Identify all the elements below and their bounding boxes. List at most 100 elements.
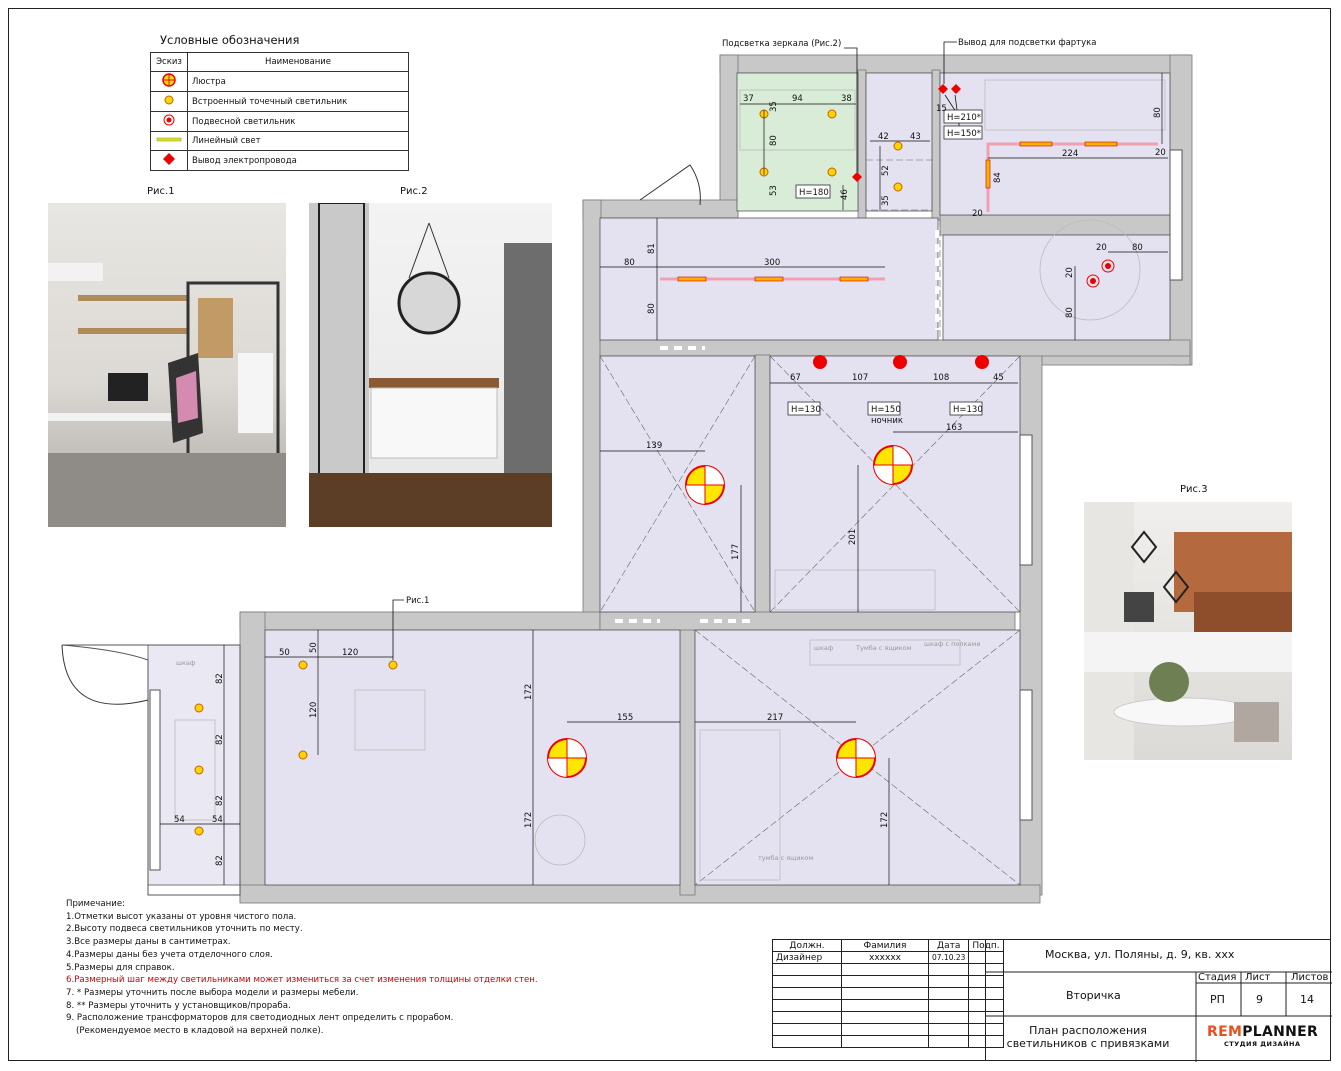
dim-155: 155 — [617, 713, 633, 723]
dim-42: 42 — [878, 132, 889, 142]
pic2-caption: Рис.2 — [400, 186, 428, 197]
dim-80-kitchen: 80 — [1153, 107, 1163, 118]
wire-outlets — [852, 84, 961, 182]
pendant-icon — [163, 114, 175, 126]
note-5: 5.Размеры для справок. — [66, 962, 175, 973]
dim-94: 94 — [792, 94, 803, 104]
dim-81: 81 — [647, 243, 657, 254]
wire-outlet-icon — [163, 153, 175, 165]
dim-80-hall-b: 80 — [647, 303, 657, 314]
dim-53: 53 — [769, 185, 779, 196]
photo-office — [48, 203, 286, 527]
notes-title: Примечание: — [66, 899, 126, 909]
dim-84: 84 — [993, 172, 1003, 183]
dim-80-hall-a: 80 — [624, 258, 635, 268]
dim-54-a: 54 — [174, 815, 185, 825]
height-tag-210: H=210* — [947, 113, 981, 123]
note-2: 2.Высоту подвеса светильников уточнить п… — [66, 924, 303, 935]
dim-50-b: 50 — [309, 642, 319, 653]
dim-300: 300 — [764, 258, 780, 268]
linear-lights — [660, 141, 1158, 282]
project-name: Вторичка — [1066, 989, 1121, 1002]
sheet-title-line-1: План расположения — [1029, 1024, 1147, 1037]
spotlight-icon — [164, 95, 174, 105]
chandelier-icon — [162, 73, 176, 87]
furniture-label-cabinet-drawer: Тумба с ящиком — [855, 644, 912, 652]
dim-50-a: 50 — [279, 648, 290, 658]
note-4: 4.Размеры даны без учета отделочного сло… — [66, 949, 273, 960]
dim-20-kitchen-a: 20 — [1155, 148, 1166, 158]
pic1-ref-callout: Рис.1 — [406, 596, 429, 606]
note-6: 6.Размерный шаг между светильниками може… — [66, 975, 538, 986]
dim-217: 217 — [767, 713, 783, 723]
sheet-header: Лист — [1245, 972, 1271, 983]
note-1: 1.Отметки высот указаны от уровня чистог… — [66, 911, 297, 922]
dim-163: 163 — [946, 423, 962, 433]
note-9b: (Рекомендуемое место в кладовой на верхн… — [76, 1026, 324, 1037]
dim-20-kitchen-b: 20 — [972, 209, 983, 219]
dim-43: 43 — [910, 132, 921, 142]
dim-20-kitchen-c: 20 — [1096, 243, 1107, 253]
dim-52: 52 — [881, 165, 891, 176]
drawing-frame — [8, 8, 1331, 1061]
dim-38: 38 — [841, 94, 852, 104]
title-block-main — [985, 939, 1332, 1062]
stamp-date: 07.10.23 — [927, 951, 970, 964]
sheet-title: План расположения светильников с привязк… — [1003, 1024, 1173, 1050]
dim-120-b: 120 — [309, 702, 319, 718]
dim-46: 46 — [840, 189, 850, 200]
linear-light-icon — [156, 137, 182, 141]
dim-120-a: 120 — [342, 648, 358, 658]
dim-67: 67 — [790, 373, 801, 383]
height-tag-180: H=180 — [799, 188, 829, 198]
stamp-name: xxxxxx — [841, 951, 929, 964]
logo-subtitle: СТУДИЯ ДИЗАЙНА — [1224, 1040, 1301, 1048]
stamp-header-name: Фамилия — [841, 939, 929, 952]
dim-54-b: 54 — [212, 815, 223, 825]
height-tag-130-right: H=130 — [953, 405, 983, 415]
dim-201: 201 — [848, 529, 858, 545]
dim-80-kitchen-b: 80 — [1132, 243, 1143, 253]
photo-kitchen — [1084, 502, 1292, 760]
furniture-label-cabinet-drawer-2: тумба с ящиком — [758, 854, 813, 862]
height-tag-130-left: H=130 — [791, 405, 821, 415]
dim-45: 45 — [993, 373, 1004, 383]
dim-82-a: 82 — [215, 673, 225, 684]
stamp-position: Дизайнер — [772, 951, 842, 964]
stamp-header-date: Дата — [927, 939, 970, 952]
legend-title: Условные обозначения — [160, 33, 300, 47]
notes: Примечание: 1.Отметки высот указаны от у… — [66, 898, 538, 1038]
note-8: 8. ** Размеры уточнить у установщиков/пр… — [66, 1000, 291, 1011]
nightstand-label: ночник — [871, 416, 903, 426]
dim-35-bath: 35 — [769, 101, 779, 112]
pic3-caption: Рис.3 — [1180, 484, 1208, 495]
project-address: Москва, ул. Поляны, д. 9, кв. xxx — [1045, 948, 1235, 961]
note-3: 3.Все размеры даны в сантиметрах. — [66, 937, 231, 948]
dim-82-b: 82 — [215, 734, 225, 745]
furniture-label-wardrobe-shelves: шкаф с полками — [924, 640, 981, 648]
sheet-title-line-2: светильников с привязками — [1006, 1037, 1170, 1050]
sheets-value: 14 — [1300, 993, 1314, 1006]
dim-82-c: 82 — [215, 795, 225, 806]
dim-35-wc: 35 — [881, 195, 891, 206]
dim-107: 107 — [852, 373, 868, 383]
dim-80-bath: 80 — [769, 135, 779, 146]
dim-224: 224 — [1062, 149, 1078, 159]
legend-item-wire: Вывод электропровода — [187, 150, 409, 171]
dim-80-kitchen-c: 80 — [1065, 307, 1075, 318]
note-7: 7. * Размеры уточнить после выбора модел… — [66, 987, 359, 998]
dim-172-living-b: 172 — [524, 812, 534, 828]
stage-header: Стадия — [1198, 972, 1237, 983]
dim-177: 177 — [731, 544, 741, 560]
dim-15: 15 — [936, 104, 947, 114]
furniture-label-wardrobe-1: шкаф — [814, 644, 834, 652]
pendant-lights — [813, 259, 1115, 369]
note-9: 9. Расположение трансформаторов для свет… — [66, 1013, 454, 1024]
dim-172-living-a: 172 — [524, 684, 534, 700]
chandeliers — [547, 445, 913, 778]
mirror-light-callout: Подсветка зеркала (Рис.2) — [722, 39, 841, 49]
stamp-header-position: Должн. — [772, 939, 842, 952]
sheets-header: Листов — [1291, 972, 1329, 983]
walls — [239, 54, 1193, 904]
